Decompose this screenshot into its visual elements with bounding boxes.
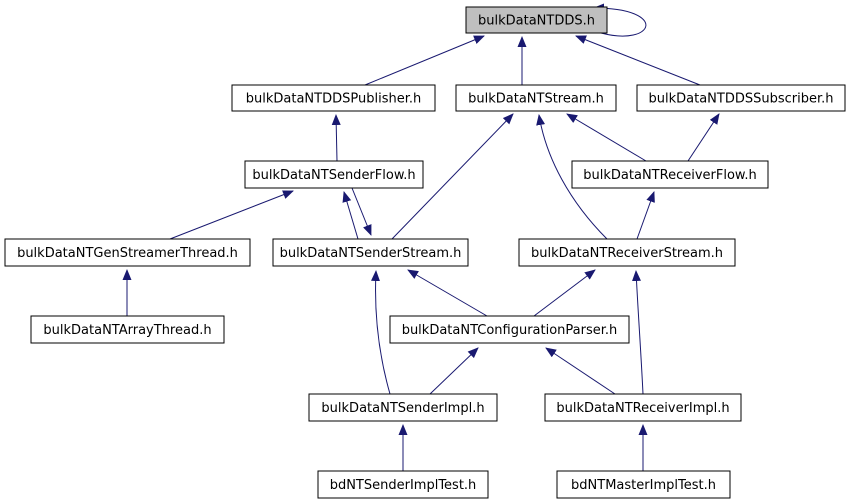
node-receiver-flow-box — [571, 160, 769, 189]
edge-subscriber-to-dds — [575, 35, 701, 86]
edge-senderflow-to-publisher — [331, 114, 341, 162]
node-configuration-parser-box — [389, 315, 630, 344]
node-sender-stream-box — [272, 238, 469, 267]
node-dds-subscriber-label: bulkDataNTDDSSubscriber.h — [648, 92, 833, 107]
node-sender-stream-label: bulkDataNTSenderStream.h — [280, 246, 462, 261]
edge-senderstream-to-senderflow — [342, 191, 359, 240]
node-sender-stream[interactable]: bulkDataNTSenderStream.h — [272, 238, 469, 267]
node-sender-impl-test-label: bdNTSenderImplTest.h — [330, 478, 477, 493]
node-master-impl-test[interactable]: bdNTMasterImplTest.h — [556, 470, 731, 499]
node-receiver-flow-label: bulkDataNTReceiverFlow.h — [583, 168, 756, 183]
node-sender-flow-box — [244, 160, 424, 189]
node-dds-subscriber-box — [636, 84, 846, 112]
node-receiver-flow[interactable]: bulkDataNTReceiverFlow.h — [571, 160, 769, 189]
node-sender-impl-box — [308, 393, 498, 422]
node-dds-label: bulkDataNTDDS.h — [478, 14, 595, 29]
node-gen-streamer-thread[interactable]: bulkDataNTGenStreamerThread.h — [4, 238, 251, 267]
node-stream-label: bulkDataNTStream.h — [468, 92, 604, 107]
node-receiver-stream-box — [518, 238, 736, 267]
edge-receiverstream-to-receiverflow — [636, 191, 655, 240]
node-sender-impl-test-box — [317, 470, 489, 499]
edge-receiverimpl-to-configparser — [545, 347, 616, 395]
node-array-thread-box — [30, 315, 225, 344]
node-receiver-impl-label: bulkDataNTReceiverImpl.h — [556, 401, 729, 416]
node-master-impl-test-box — [556, 470, 731, 499]
node-receiver-impl-box — [544, 393, 742, 422]
edge-senderstream-to-stream — [391, 113, 514, 240]
node-array-thread-label: bulkDataNTArrayThread.h — [43, 323, 211, 338]
node-master-impl-test-label: bdNTMasterImplTest.h — [571, 478, 716, 493]
node-configuration-parser[interactable]: bulkDataNTConfigurationParser.h — [389, 315, 630, 344]
edge-receiverstream-to-stream — [536, 114, 608, 240]
node-dds[interactable]: bulkDataNTDDS.h — [465, 6, 608, 34]
node-receiver-impl[interactable]: bulkDataNTReceiverImpl.h — [544, 393, 742, 422]
edge-receiverflow-to-subscriber — [687, 113, 720, 162]
node-dds-box — [465, 6, 608, 34]
node-receiver-stream[interactable]: bulkDataNTReceiverStream.h — [518, 238, 736, 267]
node-dds-publisher-box — [231, 84, 436, 112]
node-dds-publisher-label: bulkDataNTDDSPublisher.h — [246, 92, 421, 107]
edge-receiverimpl-to-receiverstream — [631, 270, 644, 395]
node-sender-impl[interactable]: bulkDataNTSenderImpl.h — [308, 393, 498, 422]
edge-receiverflow-to-stream — [566, 113, 647, 162]
node-stream[interactable]: bulkDataNTStream.h — [455, 84, 617, 112]
edge-senderimpl-to-configparser — [429, 347, 479, 395]
edge-configparser-to-receiverstream — [533, 269, 596, 317]
node-configuration-parser-label: bulkDataNTConfigurationParser.h — [402, 323, 618, 338]
node-receiver-stream-label: bulkDataNTReceiverStream.h — [531, 246, 723, 261]
edge-layer — [122, 3, 720, 471]
node-sender-impl-label: bulkDataNTSenderImpl.h — [321, 401, 484, 416]
edge-configparser-to-senderstream — [407, 269, 488, 317]
edge-senderimpl-to-senderstream — [371, 270, 391, 395]
node-gen-streamer-thread-label: bulkDataNTGenStreamerThread.h — [17, 246, 238, 261]
edge-senderflow-to-senderstream — [351, 187, 372, 236]
node-dds-publisher[interactable]: bulkDataNTDDSPublisher.h — [231, 84, 436, 112]
node-sender-impl-test[interactable]: bdNTSenderImplTest.h — [317, 470, 489, 499]
node-sender-flow[interactable]: bulkDataNTSenderFlow.h — [244, 160, 424, 189]
edge-dds-self-loop — [593, 3, 647, 37]
node-gen-streamer-thread-box — [4, 238, 251, 267]
node-sender-flow-label: bulkDataNTSenderFlow.h — [252, 168, 415, 183]
node-stream-box — [455, 84, 617, 112]
edge-publisher-to-dds — [364, 35, 485, 86]
node-array-thread[interactable]: bulkDataNTArrayThread.h — [30, 315, 225, 344]
node-dds-subscriber[interactable]: bulkDataNTDDSSubscriber.h — [636, 84, 846, 112]
edge-genstreamer-to-senderflow — [169, 190, 294, 240]
